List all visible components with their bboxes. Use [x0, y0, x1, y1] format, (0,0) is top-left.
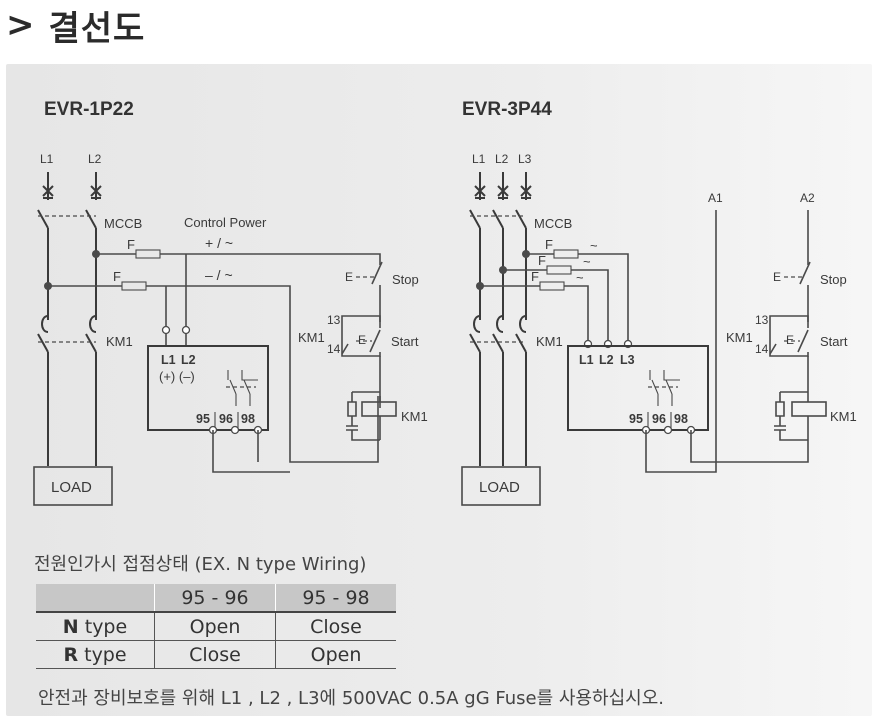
table-header-row: 95 - 96 95 - 98 — [36, 584, 396, 612]
fuse-label: F — [538, 253, 546, 268]
table-row: N type Open Close — [36, 611, 396, 641]
disconnect-x-icon — [474, 185, 486, 199]
line-label-l2: L2 — [88, 152, 102, 166]
term-98: 98 — [241, 412, 255, 426]
plus-label: + / ~ — [205, 235, 233, 251]
table-cell: Open — [154, 611, 276, 641]
fuse-icon — [135, 249, 161, 259]
fuse-note: 안전과 장비보호를 위해 L1 , L2 , L3에 500VAC 0.5A g… — [38, 688, 664, 709]
table-header-cell — [36, 584, 155, 612]
term-95: 95 — [196, 412, 210, 426]
disconnect-x-icon — [42, 185, 54, 199]
km1-coil-label: KM1 — [401, 409, 428, 424]
load-label: LOAD — [479, 479, 520, 496]
relay-polarity: (+) (–) — [159, 369, 195, 384]
fuse-icon — [553, 249, 579, 259]
start-label: Start — [820, 334, 848, 349]
stop-e-mark: E — [345, 270, 353, 284]
tilde-label: ~ — [590, 238, 598, 253]
fuse-label: F — [545, 237, 553, 252]
table-cell-type: R type — [36, 640, 155, 669]
fuse-icon — [121, 281, 147, 291]
relay-unit — [567, 345, 709, 431]
fuse-label: F — [127, 237, 135, 252]
chevron-right-icon: > — [6, 5, 35, 45]
term-96: 96 — [652, 412, 666, 426]
model-title: EVR-1P22 — [44, 99, 134, 120]
line-label-l1: L1 — [40, 152, 54, 166]
main-lines — [37, 172, 102, 466]
km1-aux-label: KM1 — [298, 330, 325, 345]
start-e-mark: E — [358, 333, 366, 347]
minus-label: – / ~ — [205, 267, 233, 283]
type-letter: N — [62, 615, 79, 638]
stop-e-mark: E — [773, 270, 781, 284]
term-95: 95 — [629, 412, 643, 426]
section-header: > 결선도 — [6, 0, 145, 50]
type-letter: R — [63, 643, 79, 666]
relay-input-l2: L2 — [181, 353, 196, 367]
relay-input-l3: L3 — [620, 353, 635, 367]
km1-label: KM1 — [536, 334, 563, 349]
type-suffix: type — [78, 643, 127, 666]
table-header-cell: 95 - 96 — [154, 584, 276, 612]
table-cell: Open — [275, 640, 396, 669]
line-label-l2: L2 — [495, 152, 509, 166]
diagram-evr-3p44: EVR-3P44 L1 L2 L3 MCCB KM1 LOAD F ~ — [461, 99, 857, 506]
main-lines — [469, 172, 532, 466]
km1-coil — [361, 401, 397, 417]
contact-status-table: 95 - 96 95 - 98 N type Open Close R type… — [36, 584, 396, 669]
table-cell: Close — [154, 640, 276, 669]
km1-coil-label: KM1 — [830, 409, 857, 424]
term-98: 98 — [674, 412, 688, 426]
disconnect-x-icon — [520, 185, 532, 199]
stop-label: Stop — [820, 272, 847, 287]
stop-label: Stop — [392, 272, 419, 287]
km1-coil — [791, 401, 827, 417]
load-box — [461, 466, 541, 506]
line-label-l1: L1 — [472, 152, 486, 166]
relay-unit — [147, 345, 269, 431]
km1-label: KM1 — [106, 334, 133, 349]
aux-label-a1: A1 — [708, 191, 723, 205]
start-e-mark: E — [786, 333, 794, 347]
relay-input-l1: L1 — [579, 353, 594, 367]
contact-14: 14 — [327, 342, 341, 356]
contact-13: 13 — [327, 313, 341, 327]
mccb-label: MCCB — [104, 216, 142, 231]
tilde-label: ~ — [583, 254, 591, 269]
section-title: 결선도 — [48, 8, 146, 49]
disconnect-x-icon — [90, 185, 102, 199]
type-suffix: type — [78, 615, 128, 638]
load-label: LOAD — [51, 479, 92, 496]
km1-aux-label: KM1 — [726, 330, 753, 345]
line-label-l3: L3 — [518, 152, 532, 166]
start-label: Start — [391, 334, 419, 349]
aux-label-a2: A2 — [800, 191, 815, 205]
contact-14: 14 — [755, 342, 769, 356]
table-cell: Close — [275, 611, 396, 641]
load-box — [33, 466, 113, 506]
table-cell-type: N type — [36, 611, 155, 641]
fuse-icon — [539, 281, 565, 291]
fuse-icon — [546, 265, 572, 275]
fuse-label: F — [531, 269, 539, 284]
relay-input-l1: L1 — [161, 353, 176, 367]
contact-13: 13 — [755, 313, 769, 327]
fuse-label: F — [113, 269, 121, 284]
term-96: 96 — [219, 412, 233, 426]
status-table-caption: 전원인가시 접점상태 (EX. N type Wiring) — [34, 554, 367, 575]
diagram-evr-1p22: EVR-1P22 L1 L2 MCCB K — [33, 99, 428, 506]
relay-input-l2: L2 — [599, 353, 614, 367]
control-power-label: Control Power — [184, 215, 267, 230]
disconnect-x-icon — [497, 185, 509, 199]
table-header-cell: 95 - 98 — [275, 584, 396, 612]
table-row: R type Close Open — [36, 640, 396, 669]
mccb-label: MCCB — [534, 216, 572, 231]
model-title: EVR-3P44 — [462, 99, 552, 120]
tilde-label: ~ — [576, 270, 584, 285]
